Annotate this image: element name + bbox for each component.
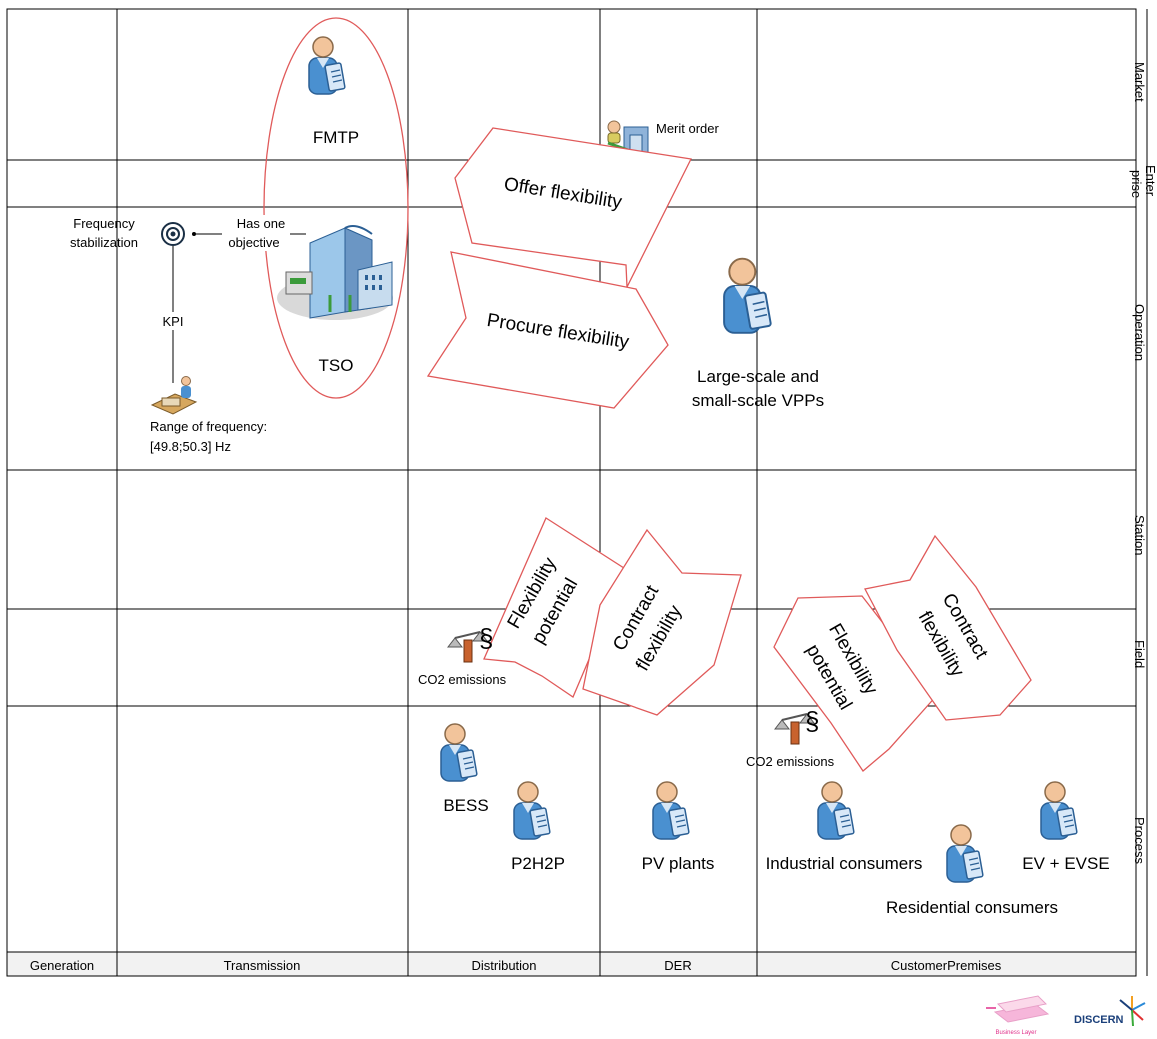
- merit-order-label: Merit order: [656, 121, 720, 136]
- residential-label: Residential consumers: [886, 898, 1058, 917]
- vpp-label-line2: small-scale VPPs: [692, 391, 824, 410]
- goal-label-line1: Frequency: [73, 216, 135, 231]
- vpp-label-line1: Large-scale and: [697, 367, 819, 386]
- use-case-contract-flexibility-2: [864, 534, 1032, 721]
- domain-customer-premises: CustomerPremises: [891, 958, 1002, 973]
- domain-bar: [6, 951, 1137, 977]
- pv-label: PV plants: [642, 854, 715, 873]
- domain-generation: Generation: [30, 958, 94, 973]
- business-layer-logo: Business Layer: [986, 995, 1050, 1036]
- tso-fmtp-highlight: [263, 17, 409, 399]
- business-layer-text: Business Layer: [995, 1030, 1036, 1036]
- discern-logo: DISCERN: [1074, 996, 1146, 1027]
- kpi-operator-icon: [150, 376, 198, 415]
- domain-distribution: Distribution: [471, 958, 536, 973]
- use-case-offer-flexibility: [454, 127, 692, 290]
- industrial-actor-icon: [817, 781, 855, 840]
- kpi-value-line2: [49.8;50.3] Hz: [150, 439, 231, 454]
- goal-label-line2: stabilization: [70, 235, 138, 250]
- discern-text: DISCERN: [1074, 1014, 1124, 1026]
- residential-actor-icon: [946, 824, 984, 883]
- objective-label-line2: objective: [228, 235, 279, 250]
- scale-icon: [446, 631, 489, 663]
- zone-enterprise-part2: prise: [1129, 170, 1144, 198]
- use-case-flexibility-potential-2: [773, 595, 939, 772]
- kpi-value-line1: Range of frequency:: [150, 419, 267, 434]
- use-case-procure-flexibility: [426, 251, 669, 409]
- ev-label: EV + EVSE: [1022, 854, 1109, 873]
- zone-process: Process: [1132, 817, 1147, 864]
- section-symbol-1: §: [479, 623, 493, 653]
- ev-actor-icon: [1040, 781, 1078, 840]
- industrial-label: Industrial consumers: [766, 854, 923, 873]
- scale-icon: [773, 713, 816, 745]
- kpi-label: KPI: [163, 314, 184, 329]
- section-symbol-2: §: [805, 706, 819, 736]
- zone-field: Field: [1132, 640, 1147, 668]
- bess-actor-icon: [440, 723, 478, 782]
- zone-market: Market: [1132, 62, 1147, 102]
- bess-label: BESS: [443, 796, 488, 815]
- fmtp-actor-icon: [308, 36, 346, 95]
- use-case-contract-flexibility-1: [582, 528, 742, 716]
- p2h2p-actor-icon: [513, 781, 551, 840]
- co2-emissions-2-label: CO2 emissions: [746, 754, 835, 769]
- p2h2p-label: P2H2P: [511, 854, 565, 873]
- co2-emissions-1-label: CO2 emissions: [418, 672, 507, 687]
- zone-operation: Operation: [1132, 304, 1147, 361]
- zone-enterprise-part1: Enter: [1143, 165, 1157, 197]
- zone-station: Station: [1132, 515, 1147, 555]
- domain-transmission: Transmission: [224, 958, 301, 973]
- vpp-actor-icon: [723, 257, 773, 334]
- fmtp-label: FMTP: [313, 128, 359, 147]
- target-icon: [161, 222, 185, 246]
- tso-building-icon: [277, 225, 393, 320]
- objective-label-line1: Has one: [237, 216, 285, 231]
- tso-label: TSO: [319, 356, 354, 375]
- pv-actor-icon: [652, 781, 690, 840]
- domain-der: DER: [664, 958, 691, 973]
